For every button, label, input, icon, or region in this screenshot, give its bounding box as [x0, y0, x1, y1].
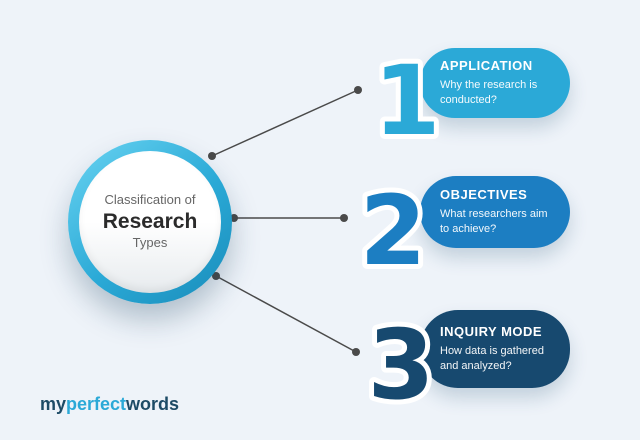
number-1-numeral: 1 — [369, 40, 446, 162]
connector-line-1 — [211, 89, 359, 157]
number-2-numeral: 2 — [355, 170, 432, 292]
brand-logo: myperfectwords — [40, 394, 179, 415]
classification-circle-inner: Classification of Research Types — [79, 151, 221, 293]
item-card-inquiry-mode: INQUIRY MODE How data is gathered and an… — [420, 310, 570, 388]
logo-part-words: words — [126, 394, 180, 414]
item-card-application: APPLICATION Why the research is conducte… — [420, 48, 570, 118]
number-3-numeral: 3 — [363, 304, 440, 426]
item-title: INQUIRY MODE — [440, 324, 543, 340]
svg-text:3: 3 — [368, 309, 435, 421]
logo-part-my: my — [40, 394, 67, 414]
circle-subtitle-top: Classification of — [104, 191, 196, 207]
svg-text:2: 2 — [360, 175, 427, 287]
item-title: APPLICATION — [440, 58, 533, 74]
item-description: Why the research is conducted? — [440, 78, 538, 106]
connector-dot — [208, 152, 216, 160]
item-title: OBJECTIVES — [440, 187, 528, 203]
circle-title: Research — [102, 209, 198, 233]
classification-circle: Classification of Research Types — [68, 140, 232, 304]
item-card-objectives: OBJECTIVES What researchers aim to achie… — [420, 176, 570, 248]
item-description: What researchers aim to achieve? — [440, 207, 548, 235]
svg-text:1: 1 — [374, 45, 441, 157]
item-description: How data is gathered and analyzed? — [440, 344, 544, 372]
connector-line-3 — [215, 275, 357, 353]
logo-part-perfect: perfect — [66, 394, 127, 414]
circle-subtitle-bottom: Types — [132, 235, 168, 251]
